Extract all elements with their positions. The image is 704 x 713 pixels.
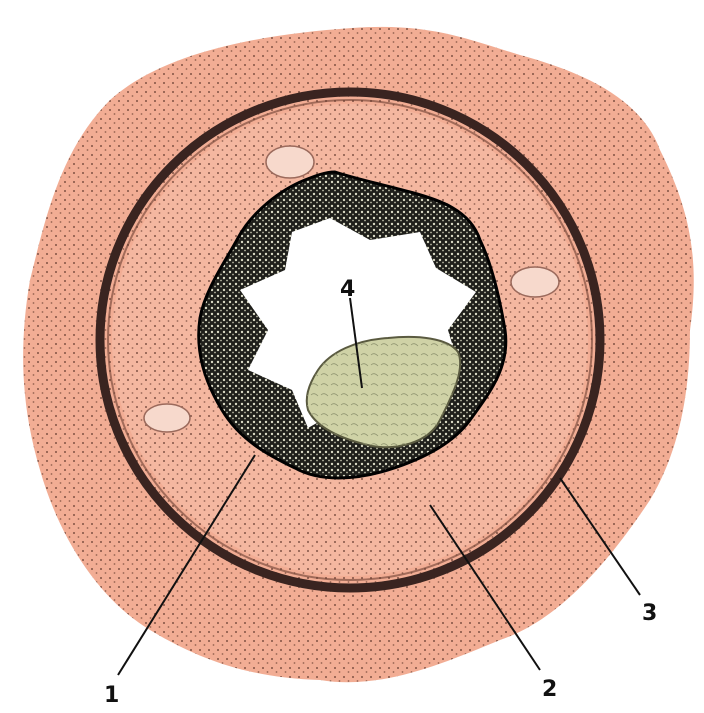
vessel bbox=[266, 146, 314, 178]
label-2: 2 bbox=[542, 677, 557, 702]
label-3: 3 bbox=[642, 601, 657, 626]
vessel bbox=[144, 404, 190, 432]
label-1: 1 bbox=[104, 683, 119, 708]
vessel bbox=[511, 267, 559, 297]
label-4: 4 bbox=[340, 277, 355, 302]
